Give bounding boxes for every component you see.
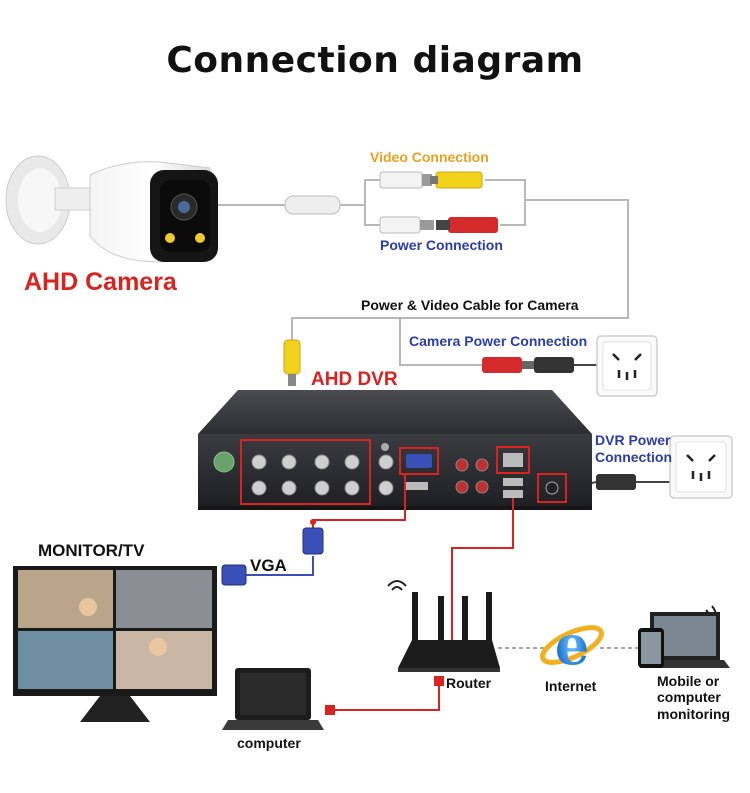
computer-label: computer — [237, 735, 301, 751]
video-connector — [379, 171, 483, 189]
vga-label: VGA — [250, 556, 287, 575]
wall-socket-camera — [596, 335, 658, 397]
laptop — [222, 668, 324, 730]
dvr-power-label-line2: Connection — [595, 449, 672, 465]
ahd-camera — [5, 155, 218, 263]
vga-plug-dvr — [302, 527, 324, 555]
power-connector — [379, 216, 498, 234]
camera-cable — [210, 179, 629, 366]
ahd-camera-label: AHD Camera — [24, 268, 177, 296]
mobile-label-line3: monitoring — [657, 706, 731, 722]
camera-power-plug — [482, 357, 598, 373]
cable-label: Power & Video Cable for Camera — [361, 297, 579, 313]
power-connection-label: Power Connection — [380, 237, 503, 253]
dvr-power-label-line1: DVR Power — [595, 432, 671, 448]
monitor-tv-label: MONITOR/TV — [38, 541, 145, 560]
bnc-plug — [283, 339, 301, 386]
video-connection-label: Video Connection — [370, 149, 489, 165]
monitor-tv — [13, 566, 217, 722]
ahd-dvr-label: AHD DVR — [311, 369, 398, 390]
vga-plug-monitor — [221, 564, 247, 586]
wall-socket-dvr — [669, 435, 733, 499]
router — [387, 580, 500, 672]
remote-devices — [638, 605, 730, 668]
router-label: Router — [446, 675, 492, 691]
camera-power-connection-label: Camera Power Connection — [409, 333, 588, 349]
dvr-output-lines — [246, 474, 638, 715]
internet-label: Internet — [545, 678, 597, 694]
page-title: Connection diagram — [166, 40, 584, 81]
mobile-label-line2: computer — [657, 689, 721, 705]
svg-text:e: e — [555, 613, 589, 677]
ahd-dvr — [198, 390, 592, 510]
mobile-label-line1: Mobile or — [657, 673, 720, 689]
cable-splitter — [284, 195, 341, 215]
internet-icon: e — [540, 613, 604, 677]
